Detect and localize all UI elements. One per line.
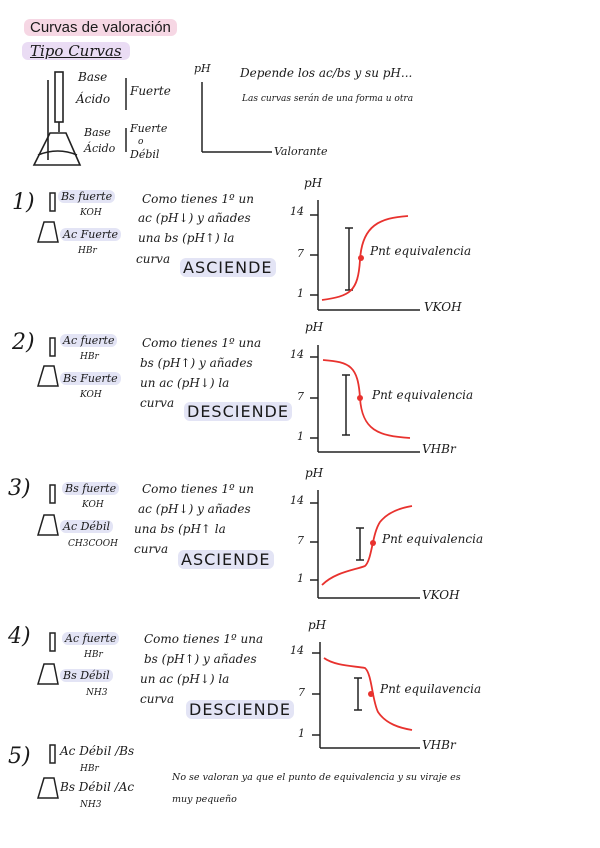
case-2-text-4: curva xyxy=(140,396,175,410)
case-1-text-1: Como tienes 1º un xyxy=(142,192,254,206)
case-4-top-formula: HBr xyxy=(84,650,103,660)
case-1-y-bottom: 1 xyxy=(297,287,304,300)
intro-acid-2: Ácido xyxy=(84,142,116,155)
case-2-ph-label: pH xyxy=(305,320,324,334)
case-4-top-reagent: Ac fuerte xyxy=(62,632,120,645)
case-5-icons xyxy=(36,744,59,799)
case-3-y-mid: 7 xyxy=(297,534,304,547)
case-2-text-1: Como tienes 1º una xyxy=(142,336,262,350)
case-5-bottom-formula: NH3 xyxy=(80,800,102,810)
case-1-x-label: VKOH xyxy=(424,300,462,314)
case-4-y-mid: 7 xyxy=(298,686,305,699)
case-3-x-label: VKOH xyxy=(422,588,460,602)
case-1-bottom-reagent: Ac Fuerte xyxy=(60,228,122,241)
case-2-y-top: 14 xyxy=(290,348,304,361)
intro-axes xyxy=(125,78,272,153)
intro-note-1: Depende los ac/bs y su pH... xyxy=(240,66,413,80)
intro-fuerte-2: Fuerte xyxy=(130,122,168,135)
case-4-bottom-formula: NH3 xyxy=(86,688,108,698)
intro-valorante-axis: Valorante xyxy=(274,145,328,158)
case-1-ph-label: pH xyxy=(304,176,323,190)
case-2-top-reagent: Ac fuerte xyxy=(60,334,118,347)
case-1-y-mid: 7 xyxy=(297,247,304,260)
intro-acid: Ácido xyxy=(76,92,111,106)
case-5-top-formula: HBr xyxy=(80,764,99,774)
case-2-bottom-formula: KOH xyxy=(80,390,102,400)
case-5-note-1: No se valoran ya que el punto de equival… xyxy=(172,772,461,783)
case-1-text-2: ac (pH↓) y añades xyxy=(138,211,251,225)
case-1-text-3: una bs (pH↑) la xyxy=(138,231,235,245)
intro-o: o xyxy=(138,137,144,147)
case-3-text-4: curva xyxy=(134,542,169,556)
case-1-equivalence-point xyxy=(358,255,364,261)
case-4-eq-label: Pnt equilavencia xyxy=(380,682,482,696)
case-3-ph-label: pH xyxy=(305,466,324,480)
case-2-text-2: bs (pH↑) y añades xyxy=(140,356,253,370)
case-1-eq-label: Pnt equivalencia xyxy=(370,244,472,258)
intro-fuerte: Fuerte xyxy=(130,84,171,98)
case-2-direction: DESCIENDE xyxy=(184,402,292,421)
case-1-text-4: curva xyxy=(136,252,171,266)
case-3-y-top: 14 xyxy=(290,494,304,507)
case-3-text-2: ac (pH↓) y añades xyxy=(138,502,251,516)
case-3-chart xyxy=(310,490,420,599)
case-4-bottom-reagent: Bs Débil xyxy=(60,669,113,682)
case-5-note-2: muy pequeño xyxy=(172,794,237,805)
case-4-equivalence-point xyxy=(368,691,374,697)
burette-flask-icon xyxy=(32,71,82,166)
case-4-number: 4) xyxy=(8,624,31,649)
intro-ph-axis: pH xyxy=(194,62,211,75)
case-4-ph-label: pH xyxy=(308,618,327,632)
case-3-bottom-formula: CH3COOH xyxy=(68,539,118,549)
intro-note-2: Las curvas serán de una forma u otra xyxy=(242,94,414,104)
case-3-equivalence-point xyxy=(370,540,376,546)
case-1-top-reagent: Bs fuerte xyxy=(58,190,116,203)
case-4-text-2: bs (pH↑) y añades xyxy=(144,652,257,666)
case-3-eq-label: Pnt equivalencia xyxy=(382,532,484,546)
case-2-icons xyxy=(36,337,59,387)
case-1-direction: ASCIENDE xyxy=(180,258,276,277)
case-3-text-1: Como tienes 1º un xyxy=(142,482,254,496)
case-3-top-reagent: Bs fuerte xyxy=(62,482,120,495)
intro-base-2: Base xyxy=(84,126,111,139)
case-3-bottom-reagent: Ac Débil xyxy=(60,520,114,533)
case-3-text-3: una bs (pH↑ la xyxy=(134,522,226,536)
case-2-eq-label: Pnt equivalencia xyxy=(372,388,474,402)
case-2-text-3: un ac (pH↓) la xyxy=(140,376,230,390)
case-2-x-label: VHBr xyxy=(422,442,456,456)
case-2-y-bottom: 1 xyxy=(297,430,304,443)
intro-base: Base xyxy=(78,70,108,84)
case-1-y-top: 14 xyxy=(290,205,304,218)
case-1-bottom-formula: HBr xyxy=(78,246,97,256)
case-4-direction: DESCIENDE xyxy=(186,700,294,719)
page-subtitle: Tipo Curvas xyxy=(22,42,130,60)
case-4-text-1: Como tienes 1º una xyxy=(144,632,264,646)
case-2-equivalence-point xyxy=(357,395,363,401)
case-4-y-bottom: 1 xyxy=(298,727,305,740)
case-4-text-3: un ac (pH↓) la xyxy=(140,672,230,686)
case-5-bottom-reagent: Bs Débil /Ac xyxy=(60,780,135,794)
case-2-number: 2) xyxy=(12,330,35,355)
case-5-number: 5) xyxy=(8,744,31,769)
case-3-top-formula: KOH xyxy=(82,500,104,510)
page-title: Curvas de valoración xyxy=(24,19,177,36)
case-4-text-4: curva xyxy=(140,692,175,706)
case-3-icons xyxy=(36,484,59,536)
case-4-y-top: 14 xyxy=(290,644,304,657)
case-1-icons xyxy=(36,192,59,243)
case-3-number: 3) xyxy=(8,476,31,501)
case-2-top-formula: HBr xyxy=(80,352,99,362)
case-4-icons xyxy=(36,632,59,685)
case-1-top-formula: KOH xyxy=(80,208,102,218)
intro-debil: Débil xyxy=(130,148,160,161)
case-5-top-reagent: Ac Débil /Bs xyxy=(60,744,135,758)
case-4-chart xyxy=(312,642,420,749)
case-3-direction: ASCIENDE xyxy=(178,550,274,569)
case-4-x-label: VHBr xyxy=(422,738,456,752)
case-3-y-bottom: 1 xyxy=(297,572,304,585)
case-2-bottom-reagent: Bs Fuerte xyxy=(60,372,121,385)
case-1-number: 1) xyxy=(12,190,35,215)
case-2-y-mid: 7 xyxy=(297,390,304,403)
